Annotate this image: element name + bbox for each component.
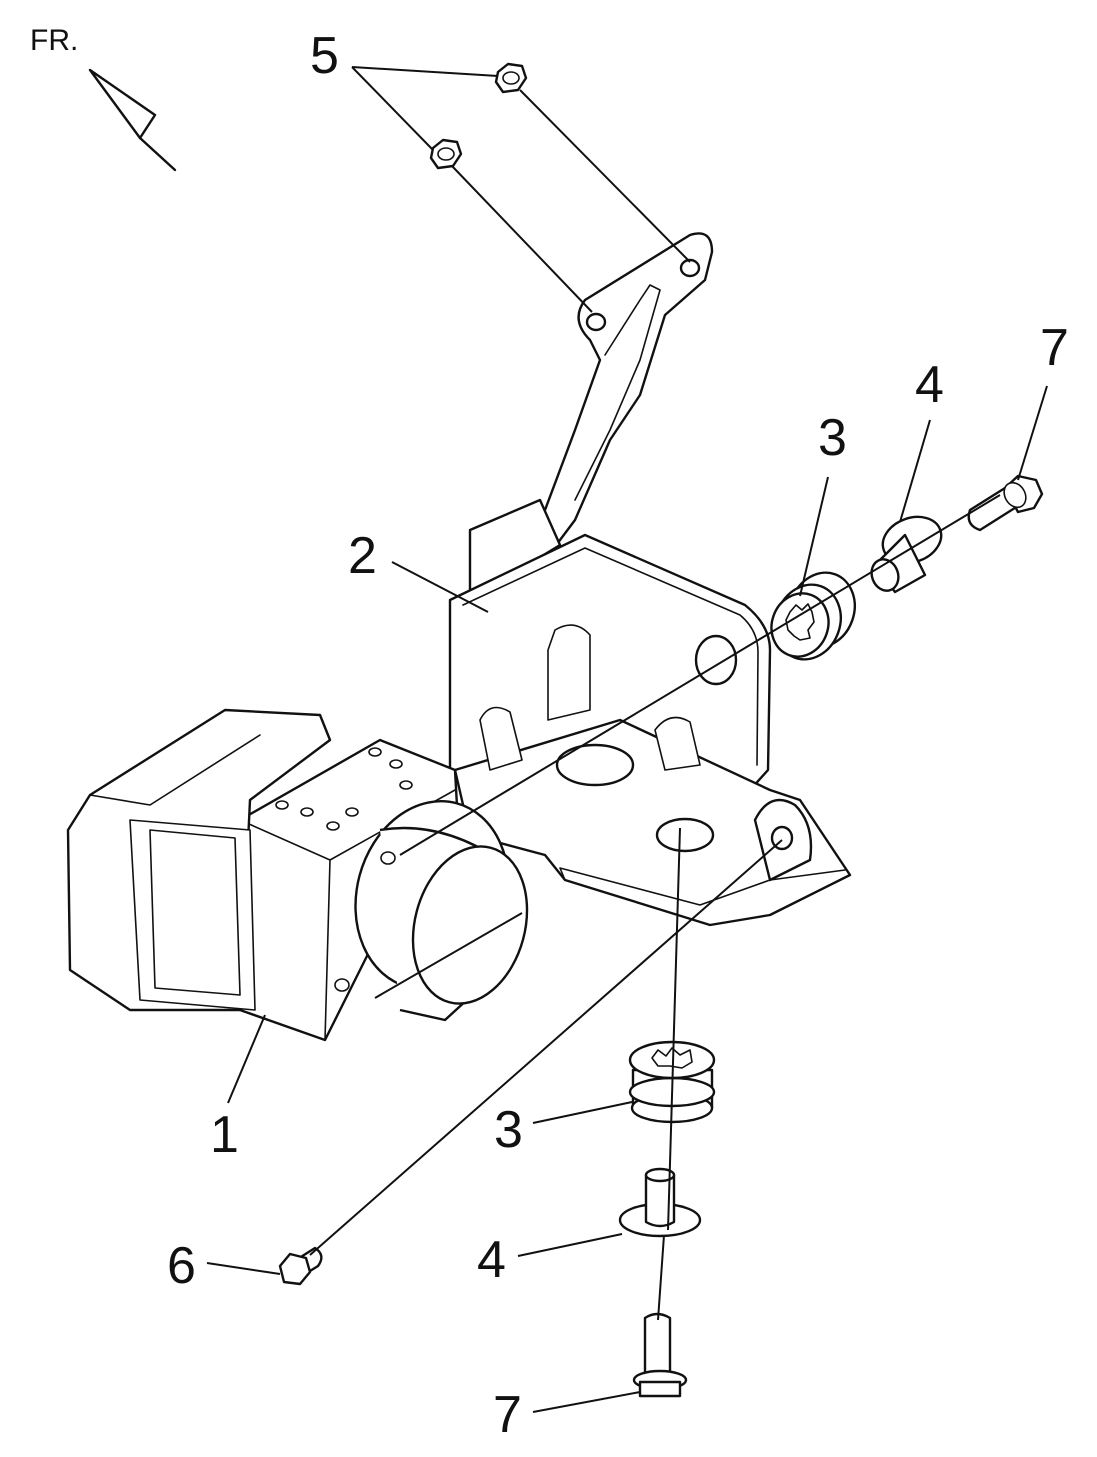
collar-side xyxy=(870,515,943,594)
front-label: FR. xyxy=(30,24,78,57)
callout-1: 1 xyxy=(210,1106,239,1164)
front-direction-indicator: FR. xyxy=(30,24,177,172)
callout-7-bottom: 7 xyxy=(493,1386,522,1444)
grommet-bottom xyxy=(628,1040,716,1124)
bracket-hole-left xyxy=(585,312,607,332)
callout-5: 5 xyxy=(310,27,339,85)
bracket-hole-right xyxy=(679,258,701,278)
callout-2: 2 xyxy=(348,527,377,585)
collar-bottom xyxy=(618,1167,702,1238)
bracket-front-hole xyxy=(655,817,715,853)
nut-upper xyxy=(494,62,528,94)
bolt-side xyxy=(967,474,1044,532)
callout-4-bottom: 4 xyxy=(477,1231,506,1289)
callout-4-side: 4 xyxy=(915,356,944,414)
callout-6: 6 xyxy=(167,1237,196,1295)
callout-3-bottom: 3 xyxy=(494,1101,523,1159)
callout-numbers: 5 2 3 4 7 1 3 4 6 7 xyxy=(167,27,1069,1444)
grommet-side xyxy=(770,571,856,661)
bolt-6 xyxy=(278,1246,323,1286)
assembly-lines xyxy=(309,89,1001,1321)
mounting-bracket xyxy=(448,232,852,927)
bracket-base-hole xyxy=(555,743,635,787)
callout-7-side: 7 xyxy=(1040,319,1069,377)
nut-lower xyxy=(429,138,463,170)
callout-3-side: 3 xyxy=(818,409,847,467)
callout-leaders xyxy=(206,66,1048,1413)
direction-arrow-icon xyxy=(88,68,157,140)
bolt-bottom xyxy=(632,1312,688,1398)
bracket-side-hole xyxy=(694,634,738,686)
motor-end-cap xyxy=(411,845,529,1005)
